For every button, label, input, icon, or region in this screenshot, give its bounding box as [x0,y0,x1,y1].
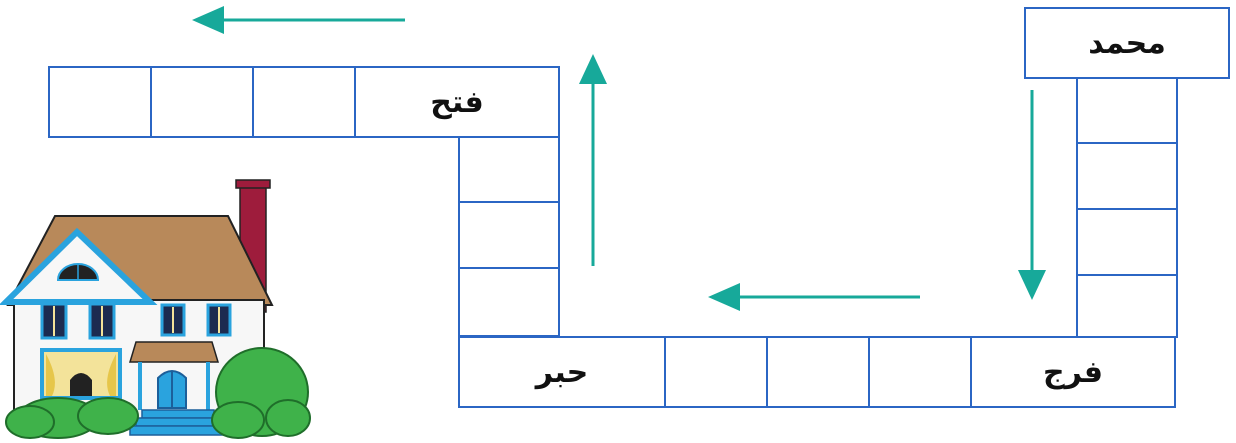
turn-word-cell: فرج [970,336,1176,408]
start-word-cell: محمد [1024,7,1230,79]
start-word: محمد [1088,25,1166,61]
arrow-left-icon [192,6,405,34]
turn-word-cell: فتح [354,66,560,138]
board-cell[interactable] [766,336,870,408]
turn-word-bottom-left: حبر [535,354,589,390]
turn-word-cell: حبر [458,336,666,408]
board-cell[interactable] [1076,208,1178,276]
board-cell[interactable] [1076,274,1178,338]
arrow-up-icon [579,54,607,266]
turn-word-bottom-right: فرج [1043,354,1103,390]
house-illustration [0,179,311,439]
board-cell[interactable] [458,201,560,269]
board-cell[interactable] [664,336,768,408]
turn-word-top: فتح [430,84,484,120]
arrow-down-icon [1018,90,1046,300]
arrow-left-icon [708,283,920,311]
board-cell[interactable] [1076,142,1178,210]
board-cell[interactable] [868,336,972,408]
board-cell[interactable] [150,66,254,138]
board-cell[interactable] [458,267,560,337]
board-cell[interactable] [1076,77,1178,144]
board-cell[interactable] [458,136,560,203]
board-cell[interactable] [252,66,356,138]
board-cell[interactable] [48,66,152,138]
